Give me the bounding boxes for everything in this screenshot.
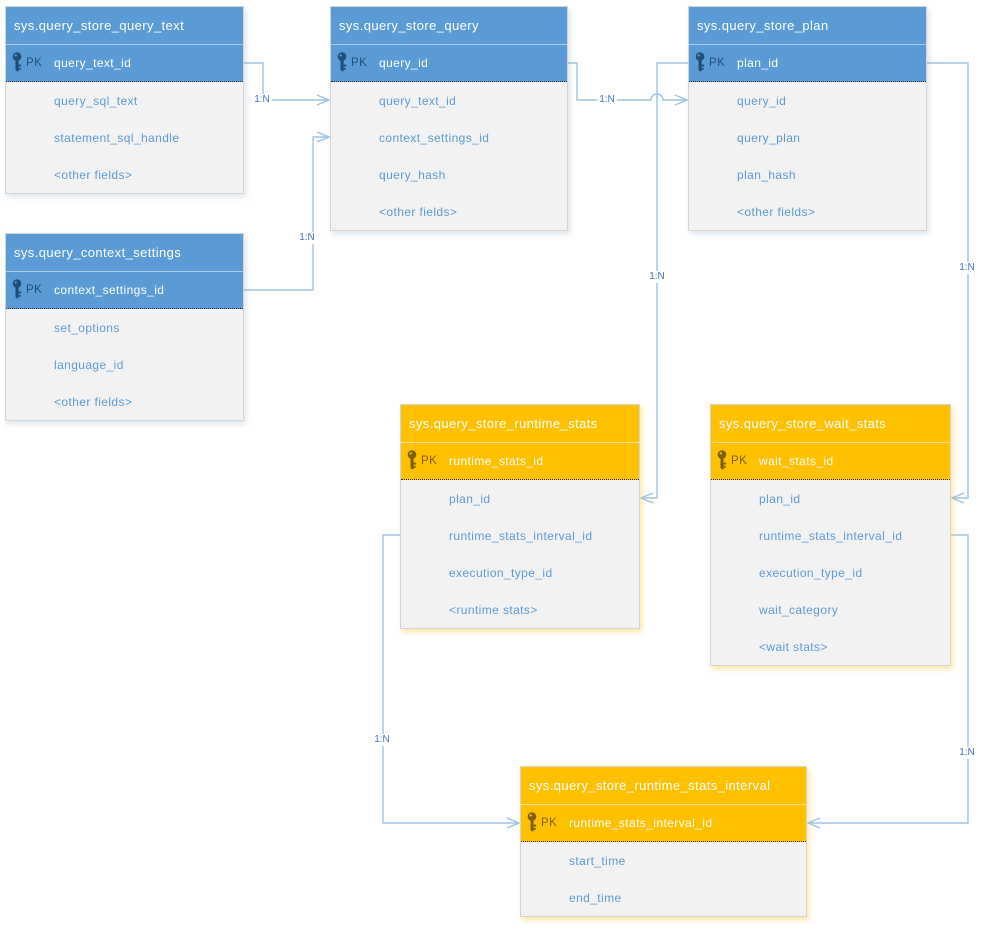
- cardinality-label: 1:N: [297, 232, 317, 244]
- entity-sys-query-store-query-text: sys.query_store_query_text PK query_text_…: [5, 6, 244, 194]
- pk-badge: PK: [709, 57, 726, 69]
- pk-badge: PK: [541, 817, 558, 829]
- field-row: wait_category: [759, 602, 839, 617]
- pk-field-name: query_text_id: [54, 56, 132, 70]
- relationship-sys-query-store-query-text-query-text-id-to-sys-query-store-query-query-text-id: [244, 62, 331, 106]
- entity-fields: start_time end_time: [521, 842, 806, 916]
- cardinality-label: 1:N: [252, 94, 272, 106]
- pk-badge: PK: [26, 284, 43, 296]
- field-row: runtime_stats_interval_id: [759, 528, 903, 543]
- field-row: statement_sql_handle: [54, 130, 180, 145]
- field-row: end_time: [569, 890, 622, 905]
- field-row: set_options: [54, 320, 120, 335]
- relationship-sys-query-store-plan-plan-id-to-sys-query-store-wait-stats-plan-id: [927, 62, 969, 504]
- pk-field-name: runtime_stats_interval_id: [569, 816, 713, 830]
- entity-sys-query-store-query: sys.query_store_query PK query_id query_te…: [330, 6, 568, 231]
- arrowhead-icon: [316, 94, 331, 106]
- field-row: <wait stats>: [759, 639, 828, 654]
- relationship-sys-query-store-plan-plan-id-to-sys-query-store-runtime-stats-plan-id: [639, 62, 688, 504]
- cardinality-label: 1:N: [957, 262, 977, 274]
- entity-fields: plan_id runtime_stats_interval_id executio…: [711, 480, 950, 665]
- entity-sys-query-context-settings: sys.query_context_settings PK context_set…: [5, 233, 244, 421]
- field-row: query_hash: [379, 167, 446, 182]
- key-icon: [337, 51, 349, 75]
- pk-field-name: query_id: [379, 56, 429, 70]
- relationship-sys-query-store-query-query-id-to-sys-query-store-plan-query-id: [568, 62, 689, 106]
- field-row: <other fields>: [54, 394, 133, 409]
- pk-badge: PK: [351, 57, 368, 69]
- key-icon: [407, 449, 419, 473]
- entity-fields: query_id query_plan plan_hash <other fields…: [689, 82, 926, 230]
- entity-title: sys.query_store_wait_stats: [711, 405, 950, 443]
- primary-key-row: PK runtime_stats_interval_id: [521, 805, 806, 842]
- field-row: plan_id: [449, 491, 491, 506]
- arrowhead-icon: [639, 492, 654, 504]
- entity-title: sys.query_store_runtime_stats_interval: [521, 767, 806, 805]
- relationship-sys-query-context-settings-context-settings-id-to-sys-query-store-query-context-settings-id: [244, 131, 331, 291]
- entity-sys-query-store-runtime-stats-interval: sys.query_store_runtime_stats_interval P…: [520, 766, 807, 917]
- primary-key-row: PK wait_stats_id: [711, 443, 950, 480]
- primary-key-row: PK runtime_stats_id: [401, 443, 639, 480]
- cardinality-label: 1:N: [647, 271, 667, 283]
- field-row: language_id: [54, 357, 124, 372]
- field-row: query_plan: [737, 130, 801, 145]
- key-icon: [527, 811, 539, 835]
- field-row: execution_type_id: [449, 565, 553, 580]
- field-row: plan_hash: [737, 167, 796, 182]
- field-row: start_time: [569, 853, 626, 868]
- entity-fields: query_sql_text statement_sql_handle <other…: [6, 82, 243, 193]
- field-row: plan_id: [759, 491, 801, 506]
- field-row: query_sql_text: [54, 93, 138, 108]
- relationship-sys-query-store-wait-stats-runtime-stats-interval-id-to-sys-query-store-runtime-stats-interval-runtime-stats-interval-id: [806, 534, 969, 829]
- cardinality-label: 1:N: [372, 734, 392, 746]
- entity-fields: set_options language_id <other fields>: [6, 309, 243, 420]
- key-icon: [695, 51, 707, 75]
- field-row: context_settings_id: [379, 130, 490, 145]
- entity-title: sys.query_store_plan: [689, 7, 926, 45]
- pk-badge: PK: [421, 455, 438, 467]
- pk-badge: PK: [731, 455, 748, 467]
- arrowhead-icon: [316, 131, 331, 143]
- field-row: execution_type_id: [759, 565, 863, 580]
- arrowhead-icon: [806, 817, 821, 829]
- key-icon: [12, 278, 24, 302]
- field-row: <other fields>: [54, 167, 133, 182]
- field-row: query_text_id: [379, 93, 457, 108]
- entity-fields: query_text_id context_settings_id query_ha…: [331, 82, 567, 230]
- entity-sys-query-store-runtime-stats: sys.query_store_runtime_stats PK runtime_…: [400, 404, 640, 629]
- arrowhead-icon: [950, 492, 965, 504]
- pk-field-name: context_settings_id: [54, 283, 165, 297]
- relationship-sys-query-store-runtime-stats-runtime-stats-interval-id-to-sys-query-store-runtime-stats-interval-runtime-stats-interval-id: [382, 534, 521, 829]
- key-icon: [717, 449, 729, 473]
- field-row: <other fields>: [379, 204, 458, 219]
- arrowhead-icon: [674, 94, 689, 106]
- cardinality-label: 1:N: [957, 747, 977, 759]
- key-icon: [12, 51, 24, 75]
- primary-key-row: PK context_settings_id: [6, 272, 243, 309]
- primary-key-row: PK query_id: [331, 45, 567, 82]
- pk-field-name: plan_id: [737, 56, 779, 70]
- pk-field-name: runtime_stats_id: [449, 454, 544, 468]
- pk-field-name: wait_stats_id: [759, 454, 834, 468]
- entity-title: sys.query_store_query: [331, 7, 567, 45]
- pk-badge: PK: [26, 57, 43, 69]
- entity-title: sys.query_context_settings: [6, 234, 243, 272]
- entity-sys-query-store-wait-stats: sys.query_store_wait_stats PK wait_stats_…: [710, 404, 951, 666]
- field-row: <runtime stats>: [449, 602, 538, 617]
- arrowhead-icon: [506, 817, 521, 829]
- field-row: runtime_stats_interval_id: [449, 528, 593, 543]
- cardinality-label: 1:N: [597, 94, 617, 106]
- field-row: query_id: [737, 93, 787, 108]
- entity-fields: plan_id runtime_stats_interval_id executio…: [401, 480, 639, 628]
- entity-title: sys.query_store_runtime_stats: [401, 405, 639, 443]
- primary-key-row: PK plan_id: [689, 45, 926, 82]
- entity-title: sys.query_store_query_text: [6, 7, 243, 45]
- field-row: <other fields>: [737, 204, 816, 219]
- primary-key-row: PK query_text_id: [6, 45, 243, 82]
